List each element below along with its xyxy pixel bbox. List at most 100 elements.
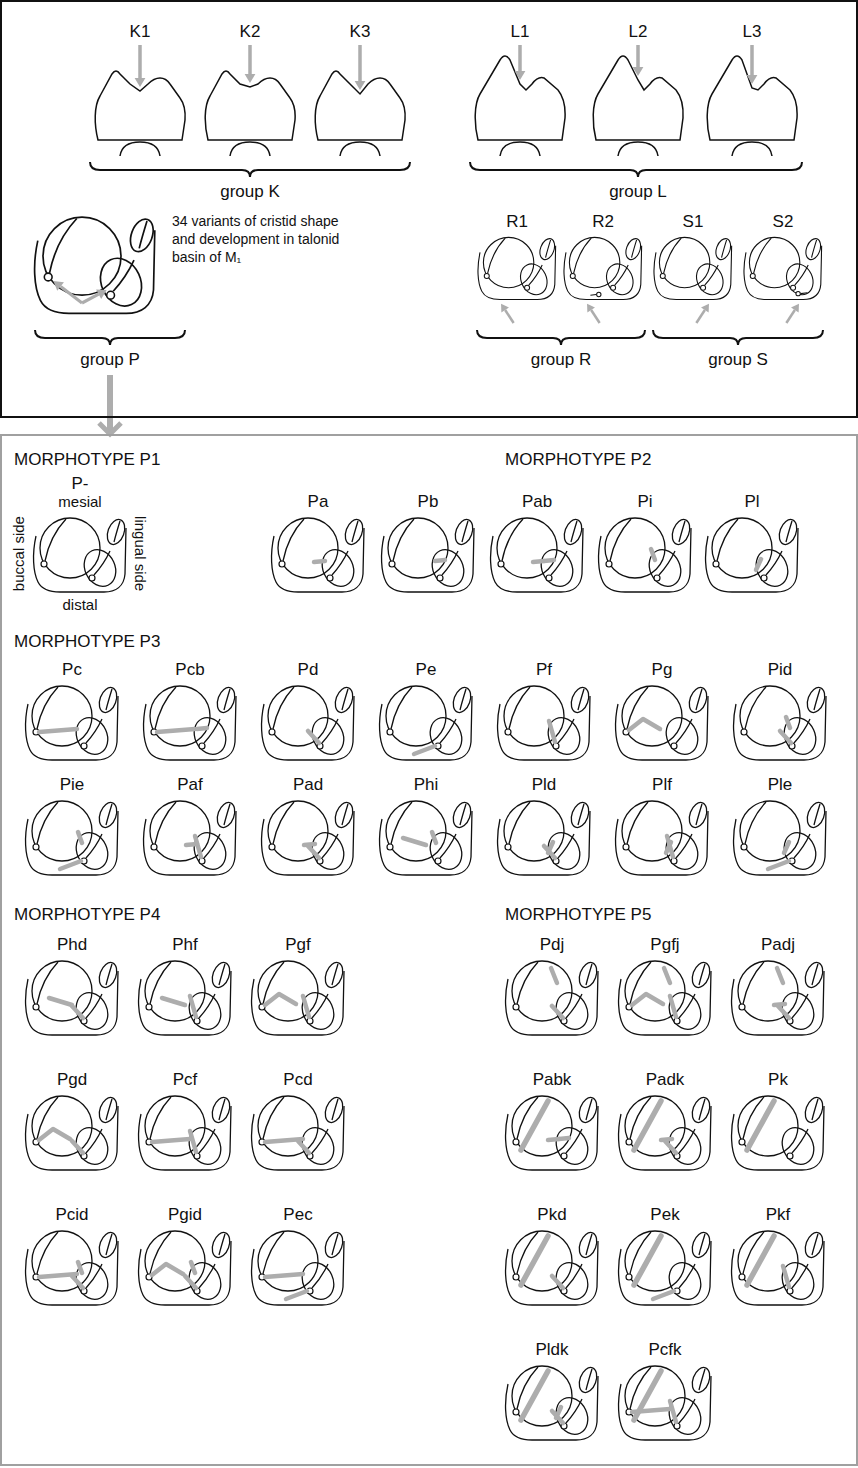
cusp-tip [33,1004,39,1010]
cusp-ridge [106,964,112,985]
cusp-tip [327,575,333,581]
tooth-figure: Pe [376,660,476,762]
cusp-ridge [113,260,134,291]
tooth-drawing [30,212,160,316]
variant-code: L2 [629,22,648,42]
cristid-line [78,1262,82,1273]
cusp-tip [44,273,52,281]
variant-code: Pld [532,775,557,795]
tooth-drawing [248,1227,348,1307]
cristid-line [552,1411,563,1423]
cusp-outline [32,1096,92,1156]
cusp-tip [546,575,552,581]
orientation-label: buccal side [10,516,27,591]
tooth-drawing [378,514,478,594]
cristid-line [629,719,660,730]
pointer-arrow [518,45,522,71]
variant-code: Plf [652,775,672,795]
group-brace [35,330,185,345]
cusp-ridge [322,834,338,858]
tooth-drawing [376,682,476,762]
tooth-outline [734,696,826,760]
cusp-ridge [792,1264,808,1288]
tooth-figure: K1 [90,22,190,158]
tooth-figure: Pl [702,492,802,594]
cusp-ridge [224,804,230,825]
cristid-line [667,836,673,857]
variant-code: L3 [743,22,762,42]
cristid-line [783,1266,789,1287]
cusp-ridge [86,834,102,858]
cusp-tip [387,729,393,735]
cusp-outline [209,1230,233,1260]
cusp-tip [81,743,87,749]
cuspule-line [801,292,808,294]
cusp-ridge [679,1399,695,1423]
cusp-ridge [462,521,468,542]
group-label: group R [531,350,591,370]
cristid-line [521,1236,548,1285]
group-label: group K [220,182,280,202]
cusp-outline [145,961,205,1021]
cusp-tip [611,285,616,290]
tooth-outline [744,245,822,299]
tooth-drawing [258,797,358,877]
morphotype-heading: MORPHOTYPE P5 [505,905,651,925]
cusp-outline [568,685,592,715]
cusp-outline [332,685,356,715]
cusp-tip [626,1274,632,1280]
cusp-tip [199,743,205,749]
tooth-drawing [502,1227,602,1307]
arrow-stem [107,375,113,418]
cusp-ridge [571,521,577,542]
cristid-line [39,729,77,732]
cusp-ridge [155,802,176,844]
cuspule-line [590,293,596,295]
cusp-ridge [546,239,551,257]
tooth-drawing [730,682,830,762]
tooth-root [500,142,540,156]
tooth-figure: Pgfj [615,935,715,1037]
cusp-ridge [786,521,792,542]
cusp-tip [387,844,393,850]
cristid-line [634,1101,661,1150]
variant-code: Pabk [533,1070,572,1090]
pointer-arrow [750,45,754,75]
cusp-tip [671,743,677,749]
cusp-outline [625,1096,685,1156]
cusp-ridge [699,1369,705,1390]
tooth-drawing [730,797,830,877]
tooth-figure: Padk [615,1070,715,1172]
cristid-line [49,998,72,1005]
cusp-tip [739,1139,745,1145]
cusp-ridge [743,962,764,1004]
cusp-ridge [488,238,506,273]
tooth-outline [506,971,598,1035]
cusp-ridge [529,265,542,285]
cusp-outline [712,518,772,578]
cusp-ridge [574,238,592,273]
cusp-ridge [86,719,102,743]
tooth-drawing [588,44,688,158]
cristid-line [551,968,557,983]
cristid-line [72,1006,83,1018]
cusp-ridge [696,689,702,710]
tooth-figure: Pid [730,660,830,762]
cusp-outline [804,800,828,830]
cusp-ridge [322,719,338,743]
cristid-line [162,998,185,1005]
cusp-outline [386,686,446,746]
cusp-ridge [342,804,348,825]
cusp-outline [512,1096,572,1156]
tooth-figure: 34 variants of cristid shape and develop… [30,212,347,316]
tooth-figure: Padj [728,935,828,1037]
tooth-drawing [612,797,712,877]
cusp-ridge [717,519,738,561]
cusp-outline [209,1095,233,1125]
variant-code: Pdj [540,935,565,955]
cusp-ridge [696,804,702,825]
variant-code: K2 [240,22,261,42]
cusp-ridge [699,1234,705,1255]
tooth-drawing [728,1227,828,1307]
tooth-outline [619,1376,711,1440]
